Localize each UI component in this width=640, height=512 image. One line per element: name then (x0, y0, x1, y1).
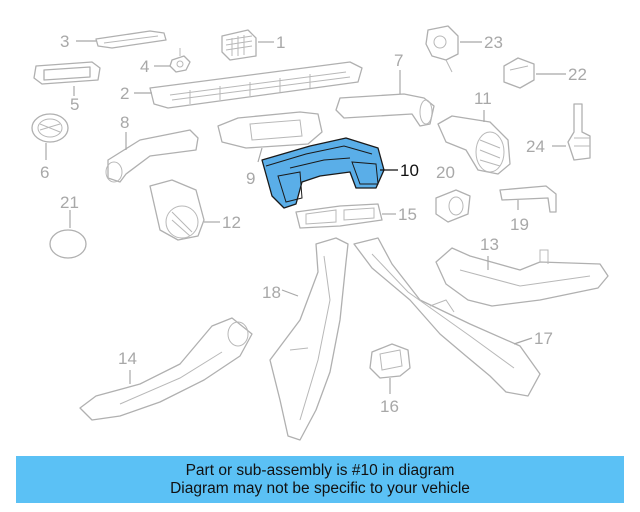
callout-24: 24 (526, 137, 545, 156)
part-10-highlighted (261, 137, 385, 209)
callout-10: 10 (400, 161, 419, 180)
callout-19: 19 (510, 215, 529, 234)
callout-14: 14 (118, 349, 137, 368)
part-1 (221, 29, 257, 61)
part-19 (499, 185, 557, 213)
callout-15: 15 (398, 205, 417, 224)
part-17 (353, 237, 541, 397)
info-banner: Part or sub-assembly is #10 in diagram D… (16, 456, 624, 503)
part-24 (567, 103, 591, 161)
part-6 (31, 113, 69, 143)
part-15 (295, 203, 383, 229)
callout-22: 22 (568, 65, 587, 84)
part-21 (49, 229, 87, 259)
callout-9: 9 (246, 169, 255, 188)
callout-2: 2 (120, 84, 129, 103)
part-9 (217, 111, 323, 149)
part-5 (33, 61, 101, 85)
callout-12: 12 (222, 213, 241, 232)
callout-1: 1 (276, 33, 285, 52)
part-20 (435, 189, 471, 223)
callout-23: 23 (484, 33, 503, 52)
callout-17: 17 (534, 329, 553, 348)
callout-13: 13 (480, 235, 499, 254)
part-18 (269, 237, 349, 441)
part-8 (105, 129, 199, 183)
callout-8: 8 (120, 113, 129, 132)
callout-7: 7 (394, 51, 403, 70)
part-3 (95, 30, 167, 49)
callout-11: 11 (474, 89, 492, 108)
callout-20: 20 (436, 163, 455, 182)
part-22 (503, 57, 535, 89)
callout-16: 16 (380, 397, 399, 416)
part-23 (425, 25, 459, 73)
banner-line-1: Part or sub-assembly is #10 in diagram (185, 461, 455, 479)
part-12 (149, 179, 205, 241)
part-7 (335, 93, 435, 127)
part-14 (79, 317, 253, 421)
callout-5: 5 (70, 95, 79, 114)
callout-18: 18 (262, 283, 281, 302)
part-11 (437, 115, 511, 175)
callout-3: 3 (60, 32, 69, 51)
callout-4: 4 (140, 57, 149, 76)
banner-line-2: Diagram may not be specific to your vehi… (170, 479, 470, 497)
part-13 (435, 247, 609, 307)
part-16 (369, 343, 411, 379)
part-2 (149, 61, 363, 109)
callout-6: 6 (40, 163, 49, 182)
callout-21: 21 (60, 193, 79, 212)
part-4 (169, 48, 191, 73)
